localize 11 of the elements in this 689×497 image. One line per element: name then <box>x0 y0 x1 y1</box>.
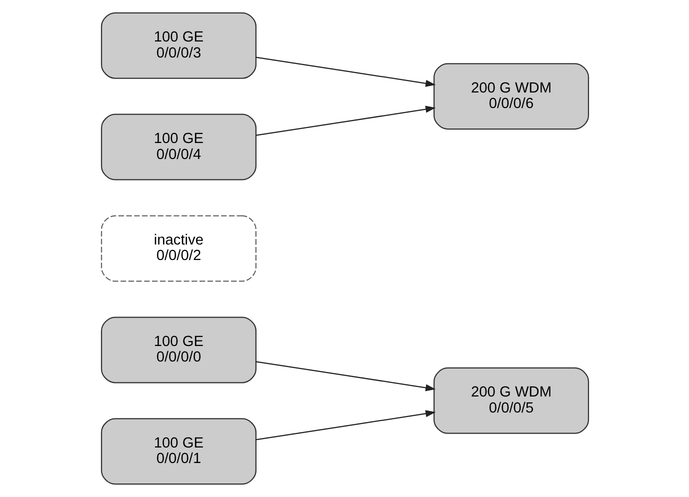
node-box: 100 GE 0/0/0/0 <box>100 316 256 384</box>
node-box: 100 GE 0/0/0/4 <box>100 114 256 180</box>
arrow <box>255 361 436 392</box>
node-box: 200 G WDM 0/0/0/5 <box>433 367 589 434</box>
node-box: inactive 0/0/0/2 <box>100 215 256 282</box>
arrow <box>255 56 436 87</box>
arrow <box>255 106 436 136</box>
node-box: 100 GE 0/0/0/3 <box>100 12 256 79</box>
arrow <box>255 410 436 440</box>
node-box: 100 GE 0/0/0/1 <box>100 418 256 485</box>
node-box: 200 G WDM 0/0/0/6 <box>433 63 589 130</box>
